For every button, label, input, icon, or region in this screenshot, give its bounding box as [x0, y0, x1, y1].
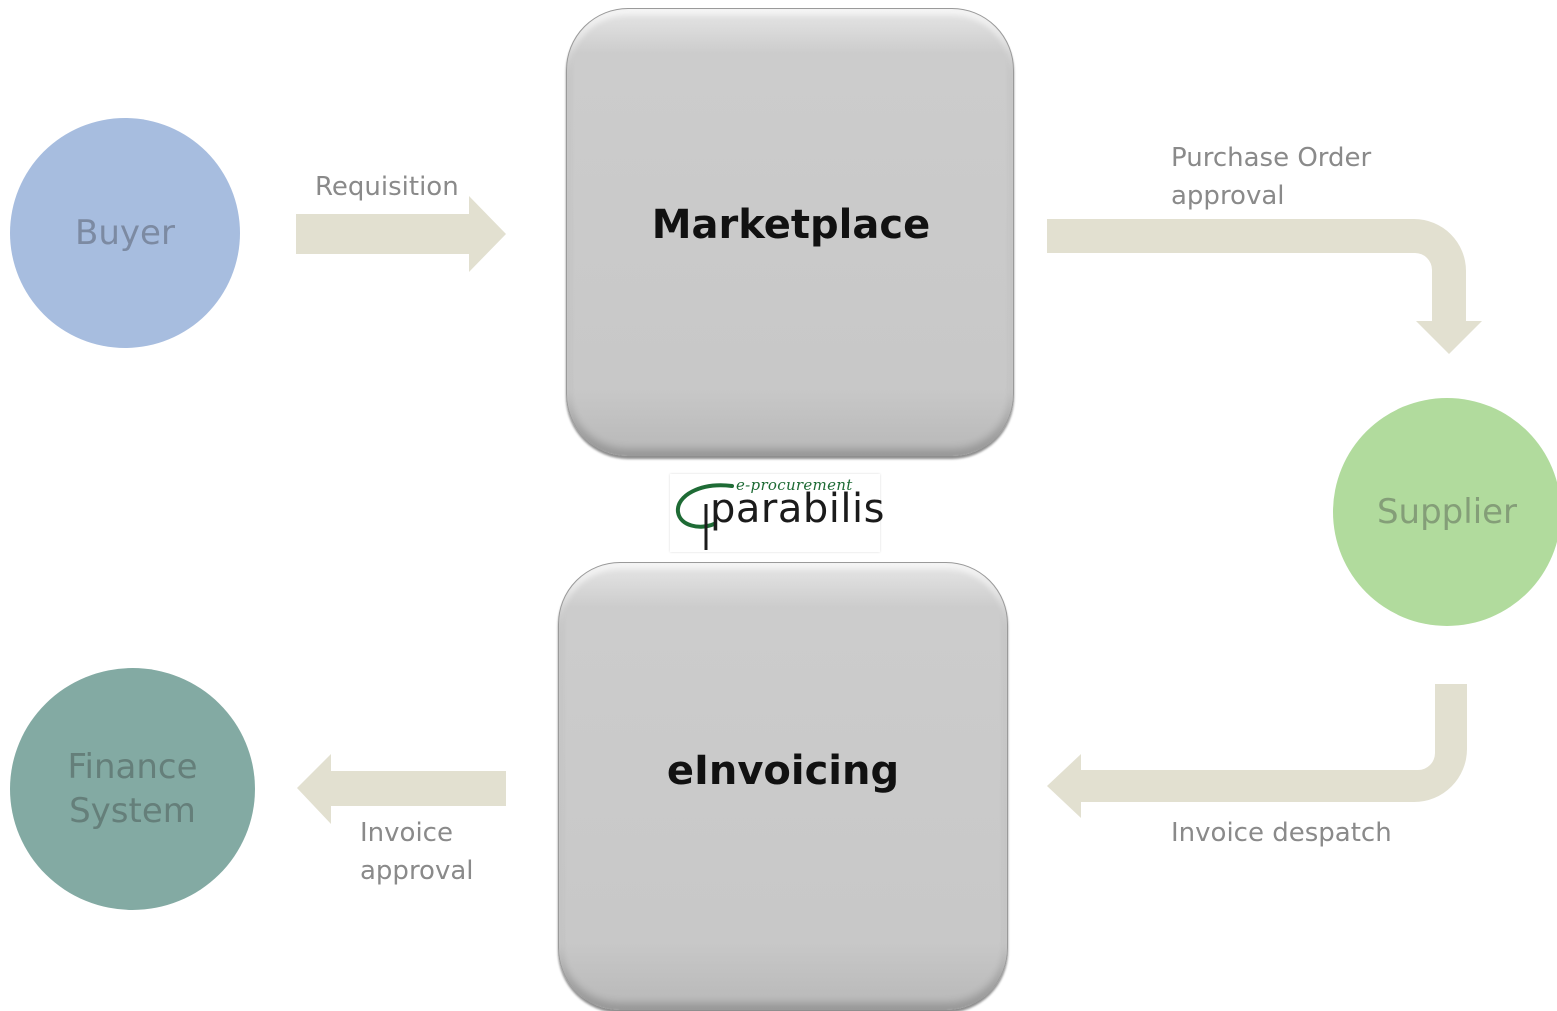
- supplier-node: Supplier: [1333, 398, 1557, 626]
- einvoicing-title: eInvoicing: [666, 748, 900, 794]
- requisition-label: Requisition: [315, 172, 459, 202]
- invoice-approval-label: Invoice approval: [360, 818, 474, 886]
- invoice-despatch-label: Invoice despatch: [1171, 818, 1392, 848]
- marketplace-box: Marketplace: [566, 8, 1014, 456]
- buyer-node: Buyer: [10, 118, 240, 348]
- finance-system-label: Finance System: [67, 747, 198, 831]
- logo-wordmark: parabilis: [710, 486, 885, 532]
- finance-system-node: Finance System: [10, 668, 255, 910]
- parabilis-logo: e-procurement parabilis: [670, 474, 884, 552]
- invoice-despatch-arrow: [1047, 684, 1467, 818]
- logo-tagline: e-procurement: [736, 476, 853, 494]
- buyer-label: Buyer: [75, 213, 175, 253]
- einvoicing-box: eInvoicing: [558, 562, 1008, 1010]
- requisition-arrow: [296, 196, 506, 272]
- purchase-order-arrow: [1047, 219, 1482, 354]
- supplier-label: Supplier: [1376, 492, 1518, 532]
- marketplace-title: Marketplace: [651, 202, 931, 248]
- purchase-order-label: Purchase Order approval: [1171, 143, 1372, 211]
- invoice-approval-arrow: [297, 754, 506, 824]
- logo-swoosh-icon: [675, 483, 734, 550]
